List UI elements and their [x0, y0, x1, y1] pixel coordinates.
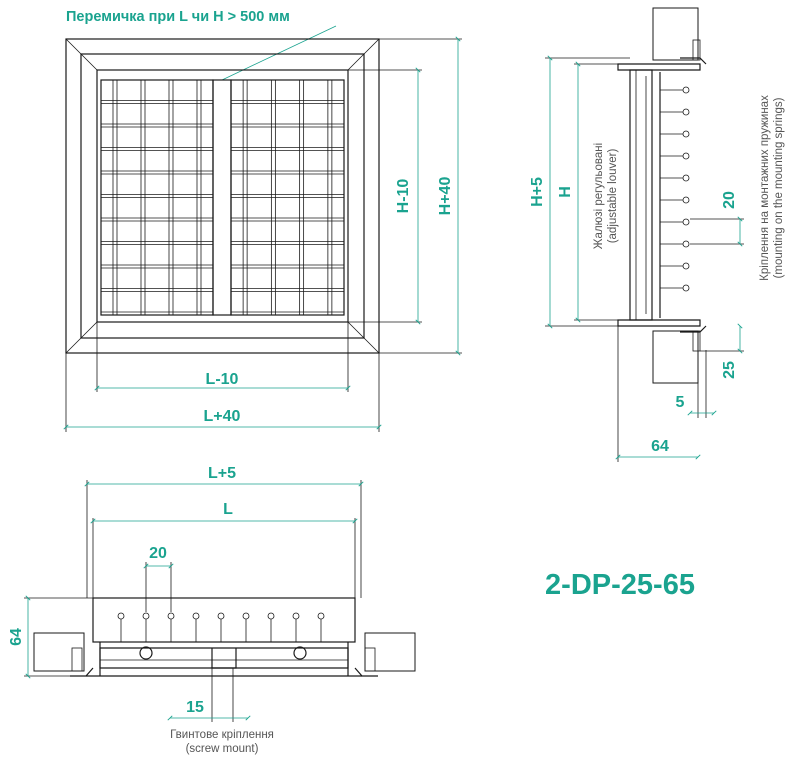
- dim-height-plus: H+5: [529, 177, 546, 207]
- wall-left: [33, 632, 85, 672]
- spring-label-ua: Кріплення на монтажних пружинах: [759, 95, 771, 281]
- top-view: L+5 L 20 64 15 Гвинтове кріплення (screw…: [8, 465, 416, 755]
- screw-right: [293, 646, 307, 660]
- dim-screw-offset: 15: [186, 699, 204, 716]
- louver-label-ua: Жалюзі регульовані: [593, 143, 605, 249]
- dim-inner-height: H-10: [395, 179, 412, 214]
- dim-depth-side: 64: [651, 438, 669, 455]
- dim-depth-top: 64: [8, 628, 25, 646]
- callout-leader: [221, 25, 337, 81]
- dim-width: L: [223, 501, 233, 518]
- spring-label-en: (mounting on the mounting springs): [773, 97, 785, 278]
- louver-body: [629, 69, 653, 321]
- screw-label-ua: Гвинтове кріплення: [170, 729, 274, 741]
- top-body: [92, 597, 356, 643]
- dim-inner-width: L-10: [206, 371, 239, 388]
- inner-frame: [96, 69, 349, 323]
- louver-pins: [660, 86, 690, 292]
- center-mullion: [212, 79, 232, 316]
- dim-height: H: [557, 186, 574, 198]
- dim-width-plus: L+5: [208, 465, 236, 482]
- side-view: Жалюзі регульовані (adjustable louver) К…: [529, 7, 785, 462]
- frame-bevel: [80, 53, 365, 339]
- callout-text: Перемичка при L чи H > 500 мм: [66, 9, 290, 25]
- outer-frame: [65, 38, 380, 354]
- dim-pitch-side: 20: [721, 191, 738, 209]
- screw-label-en: (screw mount): [186, 743, 259, 755]
- dim-outer-width: L+40: [204, 408, 241, 425]
- dim-spring-offset: 25: [721, 361, 738, 379]
- front-view: Перемичка при L чи H > 500 мм L-10 L+40 …: [63, 9, 462, 432]
- dim-gap: 5: [676, 394, 685, 411]
- wall-top: [652, 7, 699, 61]
- louver-grid-left: [100, 79, 214, 316]
- louver-grid-right: [230, 79, 345, 316]
- wall-bottom: [652, 330, 699, 384]
- dim-outer-height: H+40: [437, 177, 454, 216]
- screw-left: [139, 646, 153, 660]
- louver-label-en: (adjustable louver): [607, 149, 619, 244]
- louver-pins-top: [117, 612, 325, 642]
- wall-right: [364, 632, 416, 672]
- model-name: 2-DP-25-65: [545, 569, 695, 601]
- dim-pitch-top: 20: [149, 545, 167, 562]
